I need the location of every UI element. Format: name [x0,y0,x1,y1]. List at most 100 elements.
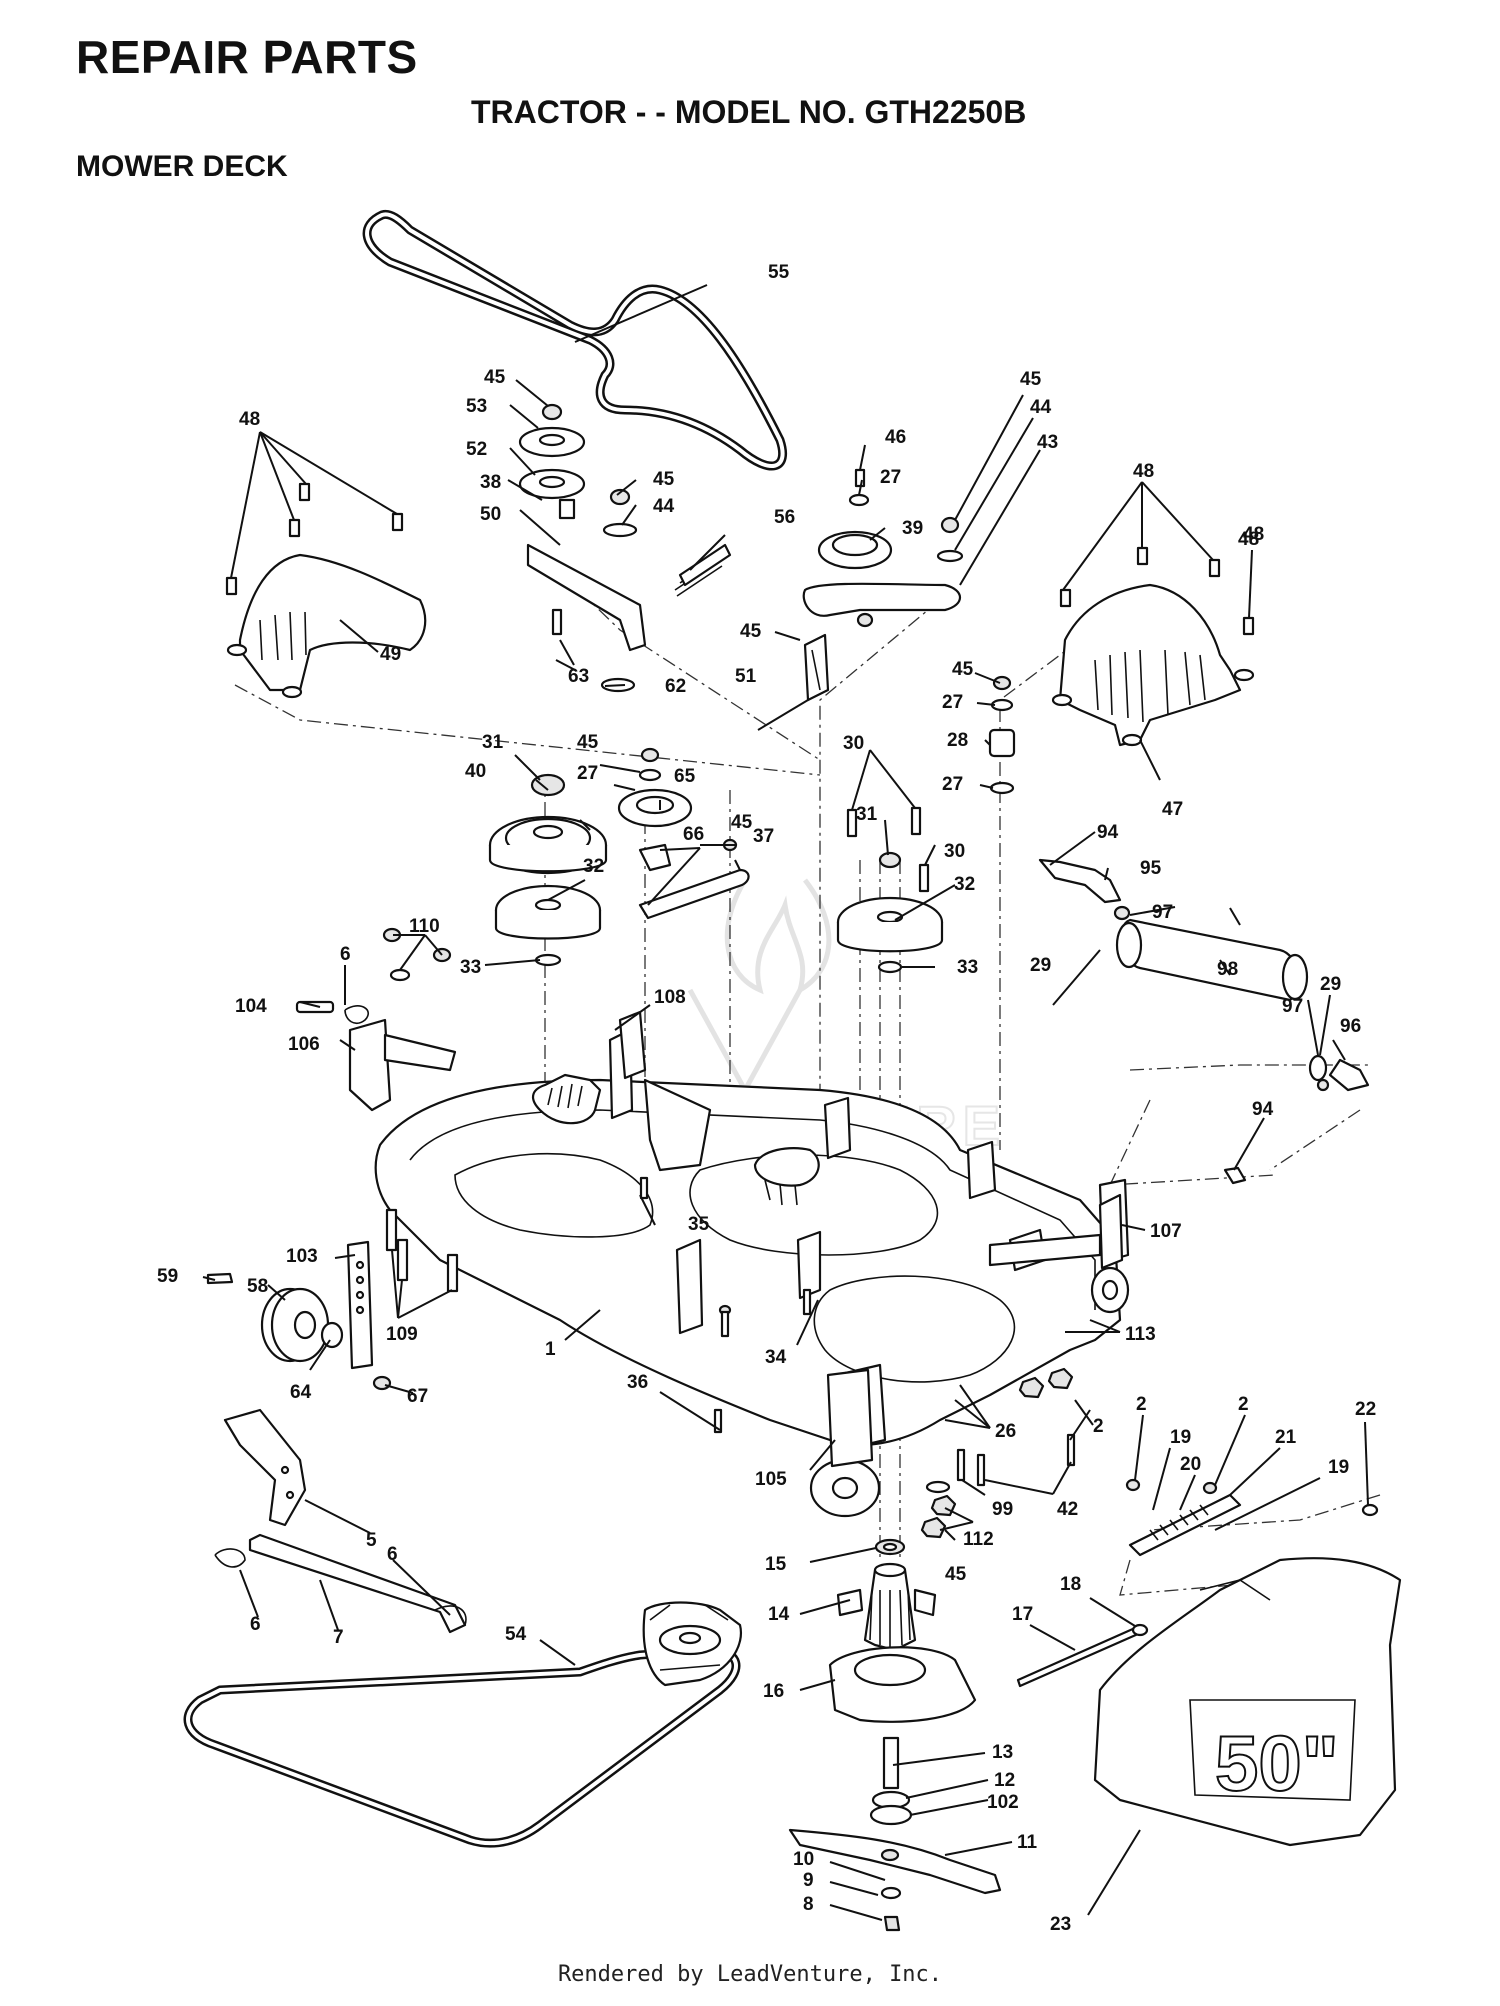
callout: 45 [1020,369,1042,390]
callout: 48 [1238,529,1259,550]
chute-rod [1016,1623,1149,1688]
callout: 51 [735,666,757,687]
callout: 45 [740,621,762,642]
callout: 29 [1320,974,1341,995]
left-spindle-pulleys [488,773,608,967]
page-title: REPAIR PARTS [76,31,418,83]
left-front-bracket [295,927,647,1112]
callout: 38 [480,472,501,493]
callout: 40 [465,761,486,782]
callout: 97 [1152,902,1173,923]
screws-48 [225,482,1255,636]
callout: 16 [763,1681,784,1702]
callout: 45 [731,812,753,833]
callout: 6 [340,944,351,965]
callout: 45 [577,732,599,753]
callout: 58 [247,1276,268,1297]
callout: 109 [386,1324,418,1345]
right-belt-shield [1051,583,1255,747]
callout: 30 [843,733,864,754]
callout: 45 [945,1564,967,1585]
callout: 27 [880,467,901,488]
callout: 107 [1150,1221,1182,1242]
callout: 27 [577,763,598,784]
callout: 17 [1012,1604,1033,1625]
roller-assembly [1038,858,1370,1185]
callout: 64 [290,1382,312,1403]
callout: 34 [765,1347,787,1368]
deck-hardware [639,1176,1076,1539]
callout: 45 [484,367,506,388]
leader-lines [202,284,1369,1921]
callout: 2 [1136,1394,1147,1415]
deck-size-label: 50" [1215,1719,1339,1807]
callout: 99 [992,1499,1013,1520]
callout: 94 [1097,822,1119,843]
callout: 108 [654,987,686,1008]
callout: 32 [954,874,975,895]
callout: 94 [1252,1099,1274,1120]
callout: 2 [1093,1416,1104,1437]
callout: 55 [768,262,790,283]
section-title: MOWER DECK [76,150,288,183]
callout: 31 [856,804,878,825]
idler-arm-assembly [802,468,964,702]
callout: 10 [793,1849,814,1870]
callout: 49 [380,644,401,665]
gauge-wheel-assembly [206,1208,459,1391]
mower-deck-housing [374,1028,1130,1452]
callout: 39 [902,518,923,539]
callout: 105 [755,1469,787,1490]
callout: 21 [1275,1427,1297,1448]
callout: 43 [1037,432,1058,453]
callout: 45 [952,659,974,680]
center-idler-assembly [617,747,750,920]
callout: 42 [1057,1499,1078,1520]
callout: 97 [1282,996,1303,1017]
callout: 67 [407,1386,428,1407]
right-rear-bracket [988,1193,1130,1314]
callout: 102 [987,1792,1019,1813]
callout: 110 [409,916,440,937]
callout: 27 [942,692,963,713]
callout: 15 [765,1554,787,1575]
callout: 53 [466,396,487,417]
model-subtitle: TRACTOR - - MODEL NO. GTH2250B [471,94,1027,130]
footer-credit: Rendered by LeadVenture, Inc. [557,1962,943,1987]
lower-pulley-assembly [642,1601,743,1687]
callout: 48 [1133,461,1154,482]
discharge-chute: 50" [1093,1557,1402,1847]
callout: 33 [460,957,481,978]
callout: 48 [1243,524,1264,545]
callout-labels: 55 45 53 52 38 50 45 44 56 46 27 39 45 4… [157,262,1376,1935]
right-spindle-pulley [836,806,944,974]
callout: 35 [688,1214,710,1235]
idler-bracket-assembly [518,403,732,693]
callout: 103 [286,1246,318,1267]
callout: 26 [995,1421,1016,1442]
callout: 66 [683,824,704,845]
callout: 59 [157,1266,178,1287]
callout: 95 [1140,858,1162,879]
callout: 19 [1170,1427,1191,1448]
callout: 7 [333,1627,344,1648]
left-belt-shield [226,553,427,699]
callout: 50 [480,504,501,525]
callout: 18 [1060,1574,1081,1595]
callout: 44 [653,496,675,517]
callout: 23 [1050,1914,1071,1935]
callout: 29 [1030,955,1051,976]
callout: 14 [768,1604,790,1625]
callout: 106 [288,1034,320,1055]
callout: 12 [994,1770,1015,1791]
callout: 22 [1355,1399,1376,1420]
callout: 1 [545,1339,556,1360]
blade-spindle-assembly [788,1538,1002,1932]
callout: 44 [1030,397,1052,418]
callout: 56 [774,507,795,528]
drive-belt-54 [183,1645,741,1848]
callout: 36 [627,1372,648,1393]
callout: 31 [482,732,504,753]
callout: 9 [803,1870,814,1891]
callout: 32 [583,856,604,877]
